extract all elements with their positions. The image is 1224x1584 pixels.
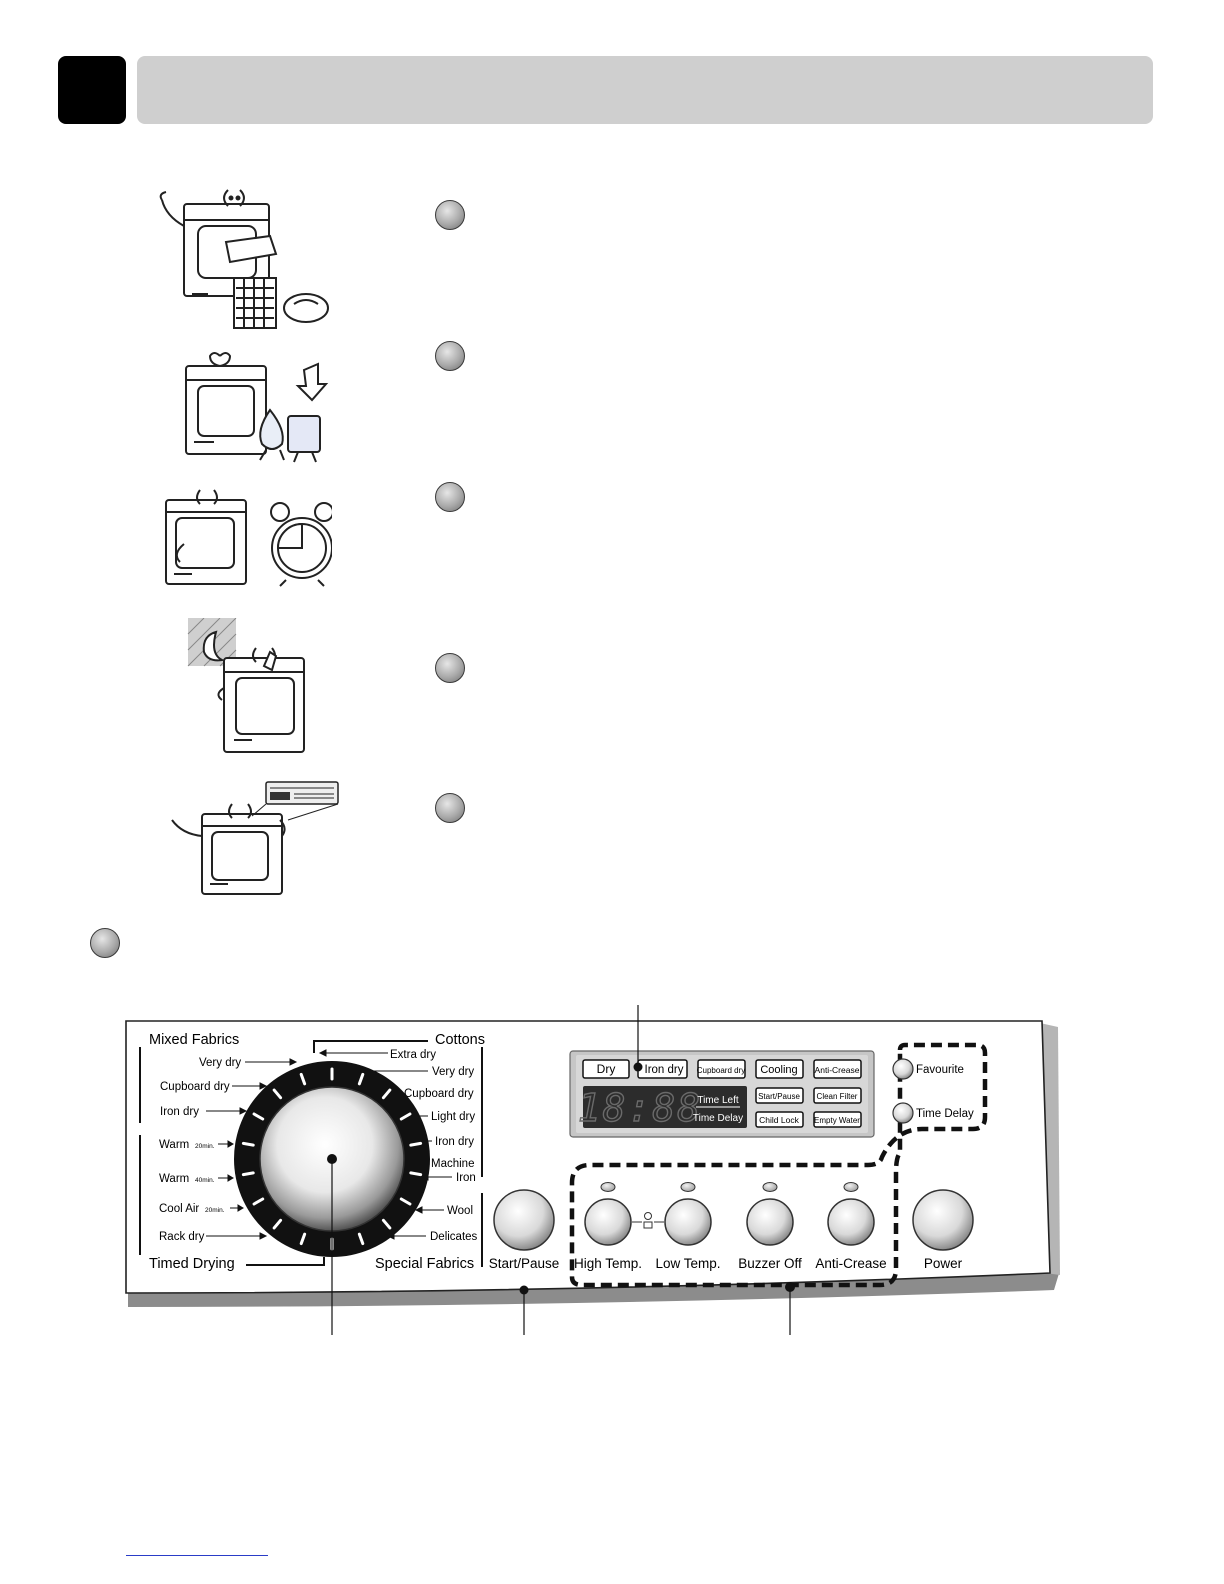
indicator-iron-dry: Iron dry — [645, 1064, 684, 1076]
start-pause-label: Start/Pause — [489, 1256, 560, 1271]
anti-crease-button[interactable]: Anti-Crease — [815, 1182, 887, 1272]
dial-option-delicates: Delicates — [430, 1231, 478, 1243]
dial-ticks — [241, 1067, 423, 1251]
start-pause-button[interactable]: Start/Pause — [489, 1189, 560, 1271]
favourite-label: Favourite — [916, 1064, 964, 1076]
callout-dot-options — [785, 1282, 795, 1292]
dial-option-iron-dry-cotton: Iron dry — [435, 1136, 474, 1148]
dial-option-iron-dry: Iron dry — [160, 1106, 199, 1118]
callout-dot-start-pause — [519, 1285, 529, 1295]
dial-tick — [299, 1232, 307, 1246]
low-temp-button[interactable]: Low Temp. — [655, 1182, 721, 1272]
dial-tick — [409, 1141, 423, 1147]
dial-option-machine: Machine — [431, 1158, 474, 1170]
dial-option-warm-40-suffix: 40min. — [195, 1177, 215, 1184]
step-4-bullet — [435, 653, 465, 683]
indicator-start-pause: Start/Pause — [758, 1092, 800, 1101]
callout-dot-display — [633, 1062, 643, 1072]
indicator-clean-filter: Clean Filter — [817, 1092, 858, 1101]
dial-option-warm-20: Warm — [159, 1139, 189, 1151]
dial-tick — [399, 1112, 412, 1121]
low-temp-led — [680, 1182, 696, 1192]
favourite-button[interactable]: Favourite — [892, 1058, 964, 1080]
buzzer-off-button[interactable]: Buzzer Off — [738, 1182, 802, 1272]
digit-readout: 18:88 — [578, 1086, 702, 1130]
anti-crease-led — [843, 1182, 859, 1192]
section-title-bar — [137, 56, 1153, 124]
high-temp-led — [600, 1182, 616, 1192]
step-5-bullet — [435, 793, 465, 823]
indicator-anti-crease: Anti-Crease — [815, 1065, 860, 1075]
dial-tick — [299, 1072, 307, 1086]
dial-option-cupboard-dry-cotton: Cupboard dry — [404, 1088, 474, 1100]
buzzer-off-led — [762, 1182, 778, 1192]
dial-group-timed-drying: Timed Drying — [149, 1256, 235, 1272]
time-delay-indicator-label: Time Delay — [693, 1113, 743, 1124]
dial-tick — [272, 1088, 283, 1100]
dial-option-very-dry-cotton: Very dry — [432, 1066, 474, 1078]
indicator-child-lock: Child Lock — [759, 1115, 799, 1125]
dryer-panel-illustration — [171, 781, 339, 895]
time-left-label: Time Left — [697, 1095, 739, 1106]
anti-crease-label: Anti-Crease — [815, 1256, 886, 1271]
power-button[interactable]: Power — [912, 1189, 974, 1271]
dial-tick — [241, 1141, 255, 1147]
high-temp-label: High Temp. — [574, 1256, 642, 1271]
footer-link-underline — [126, 1555, 268, 1556]
dial-tick — [357, 1232, 365, 1246]
dial-option-very-dry: Very dry — [199, 1057, 241, 1069]
power-label: Power — [924, 1256, 963, 1271]
control-panel-bullet — [90, 928, 120, 958]
digit-display — [583, 1086, 747, 1128]
dial-option-rack-dry: Rack dry — [159, 1231, 205, 1243]
dial-option-cupboard-dry: Cupboard dry — [160, 1081, 230, 1093]
dial-tick — [252, 1197, 265, 1206]
dial-tick — [357, 1072, 365, 1086]
indicator-cupboard-dry: Cupboard dry — [697, 1066, 745, 1075]
dial-tick — [241, 1171, 255, 1177]
dial-option-wool: Wool — [447, 1205, 473, 1217]
high-temp-button[interactable]: High Temp. — [574, 1182, 642, 1272]
dial-group-special-fabrics: Special Fabrics — [375, 1256, 474, 1272]
dial-option-extra-dry: Extra dry — [390, 1049, 436, 1061]
control-panel: Mixed Fabrics Cottons Timed Drying Speci… — [125, 1005, 1060, 1335]
options-dashed-outline — [569, 1042, 988, 1288]
step-1-bullet — [435, 200, 465, 230]
dial-option-light-dry: Light dry — [431, 1111, 475, 1123]
step-3-bullet — [435, 482, 465, 512]
dial-option-warm-40: Warm — [159, 1173, 189, 1185]
dial-option-cool-air-suffix: 20min. — [205, 1207, 225, 1214]
dial-tick — [381, 1088, 392, 1100]
section-number-box — [58, 56, 126, 124]
time-delay-button[interactable]: Time Delay — [892, 1102, 974, 1124]
dial-tick — [381, 1218, 392, 1230]
indicator-cooling: Cooling — [760, 1064, 797, 1076]
child-lock-icon — [632, 1212, 664, 1229]
dial-group-cottons: Cottons — [435, 1032, 485, 1048]
step-2-bullet — [435, 341, 465, 371]
buzzer-off-label: Buzzer Off — [738, 1256, 802, 1271]
dial-tick — [252, 1112, 265, 1121]
dial-option-warm-20-suffix: 20min. — [195, 1143, 215, 1150]
dial-option-machine-iron: Iron — [456, 1172, 476, 1184]
dryer-time-delay-illustration — [165, 489, 332, 587]
display-panel: Dry Iron dry Cupboard dry Cooling Anti-C… — [569, 1050, 875, 1138]
dial-tick — [399, 1197, 412, 1206]
dial-tick — [409, 1171, 423, 1177]
dryer-night-illustration — [187, 618, 305, 753]
indicator-empty-water: Empty Water — [814, 1116, 860, 1125]
dial-group-mixed-fabrics: Mixed Fabrics — [149, 1032, 239, 1048]
time-delay-label: Time Delay — [916, 1108, 974, 1120]
dryer-loading-illustration — [159, 189, 329, 329]
dial-option-cool-air: Cool Air — [159, 1203, 199, 1215]
dial-tick — [272, 1218, 283, 1230]
dryer-water-tank-illustration — [185, 352, 329, 463]
indicator-dry: Dry — [597, 1062, 616, 1076]
low-temp-label: Low Temp. — [655, 1256, 720, 1271]
